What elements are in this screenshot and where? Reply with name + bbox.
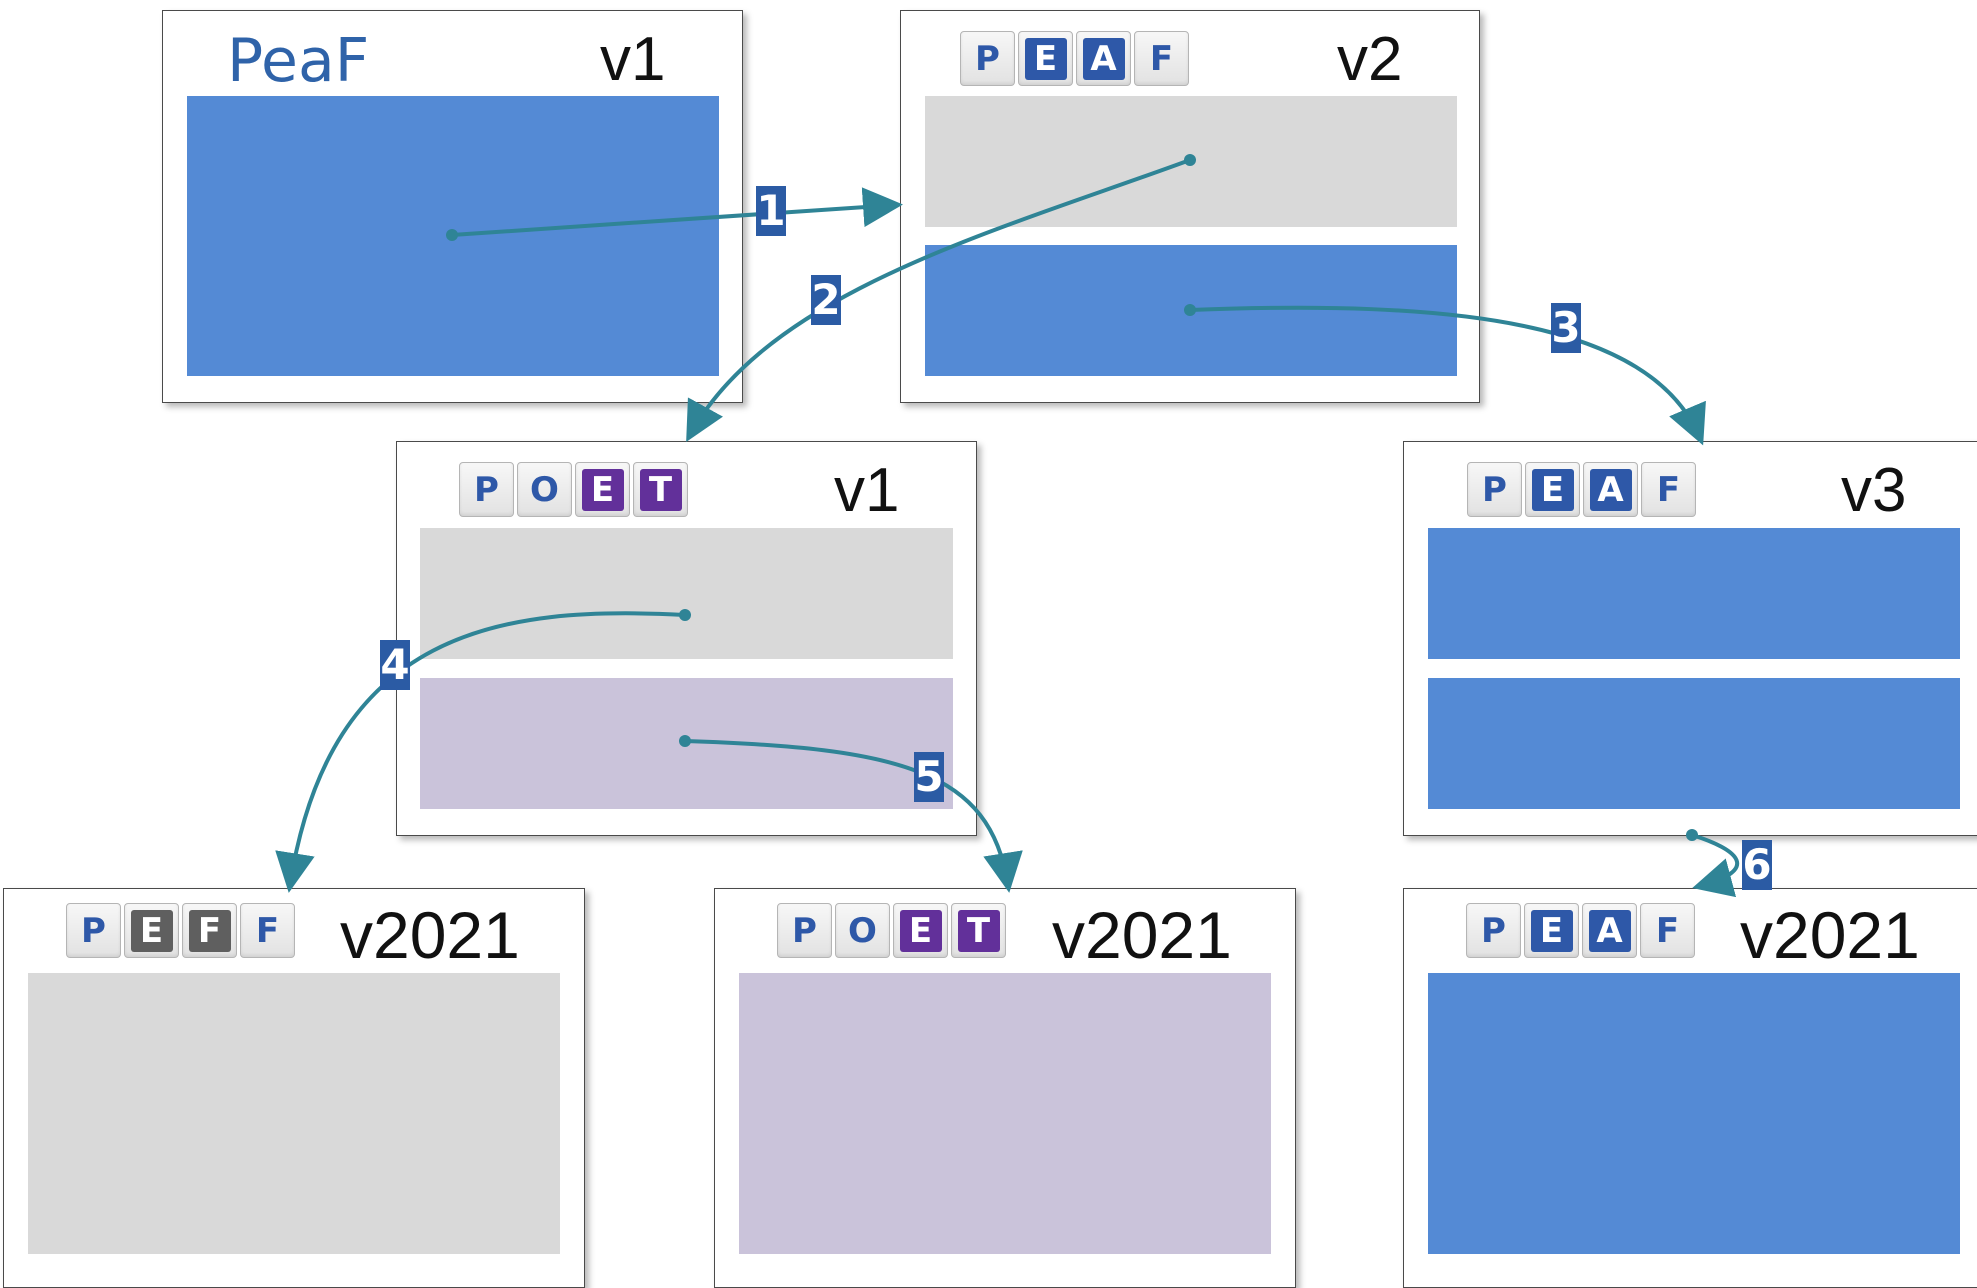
logo-tile: T	[633, 462, 688, 517]
card-poet-v1: P O E T v1	[396, 441, 977, 836]
step-badge-3: 3	[1551, 303, 1581, 353]
logo-letter: A	[1588, 909, 1631, 952]
logo-letter: E	[130, 909, 173, 952]
logo-letter: O	[848, 910, 877, 951]
peaf-logo: P E A F	[1467, 462, 1696, 517]
logo-tile: A	[1583, 462, 1638, 517]
logo-tile: E	[575, 462, 630, 517]
blue-panel	[1428, 678, 1960, 809]
poet-logo: P O E T	[459, 462, 688, 517]
peaf-v1-logo: PeaF	[227, 26, 370, 96]
logo-letter: E	[1024, 37, 1067, 80]
step-badge-1: 1	[756, 186, 786, 236]
card-version-label: v1	[600, 25, 666, 94]
logo-letter: F	[188, 909, 231, 952]
logo-tile: F	[1640, 903, 1695, 958]
logo-letter: P	[792, 910, 817, 951]
card-version-label: v2	[1337, 25, 1403, 94]
logo-letter: P	[1482, 469, 1507, 510]
peff-logo: P E F F	[66, 903, 295, 958]
card-poet-v2021: P O E T v2021	[714, 888, 1296, 1288]
logo-letter: E	[899, 909, 942, 952]
logo-tile: F	[240, 903, 295, 958]
logo-tile: E	[1524, 903, 1579, 958]
blue-panel	[1428, 973, 1960, 1254]
logo-tile: P	[66, 903, 121, 958]
logo-letter: F	[1149, 38, 1174, 79]
blue-panel	[187, 96, 719, 376]
card-version-label: v2021	[1052, 898, 1232, 972]
step-badge-6: 6	[1742, 840, 1772, 890]
card-version-label: v2021	[340, 898, 520, 972]
card-peaf-v2021: P E A F v2021	[1403, 888, 1977, 1288]
poet-logo: P O E T	[777, 903, 1006, 958]
logo-letter: E	[1531, 468, 1574, 511]
connector-6	[1691, 833, 1740, 898]
purple-panel	[739, 973, 1271, 1254]
card-version-label: v1	[834, 456, 900, 525]
logo-letter: A	[1082, 37, 1125, 80]
gray-panel	[925, 96, 1457, 227]
card-peaf-v1: PeaF v1	[162, 10, 743, 403]
logo-tile: E	[893, 903, 948, 958]
step-badge-4: 4	[380, 640, 410, 690]
logo-tile: A	[1582, 903, 1637, 958]
step-badge-5: 5	[914, 752, 944, 802]
peaf-logo: P E A F	[1466, 903, 1695, 958]
logo-tile: E	[124, 903, 179, 958]
logo-tile: E	[1018, 31, 1073, 86]
card-peaf-v3: P E A F v3	[1403, 441, 1977, 836]
gray-panel	[420, 528, 953, 659]
logo-letter: T	[639, 468, 682, 511]
logo-letter: F	[1656, 469, 1681, 510]
peaf-logo: P E A F	[960, 31, 1189, 86]
logo-tile: P	[1467, 462, 1522, 517]
logo-letter: A	[1589, 468, 1632, 511]
logo-tile: F	[182, 903, 237, 958]
card-version-label: v3	[1841, 456, 1907, 525]
logo-letter: P	[1481, 910, 1506, 951]
logo-tile: E	[1525, 462, 1580, 517]
logo-letter: O	[530, 469, 559, 510]
logo-letter: E	[581, 468, 624, 511]
logo-tile: P	[459, 462, 514, 517]
logo-letter: T	[957, 909, 1000, 952]
card-version-label: v2021	[1740, 898, 1920, 972]
logo-tile: P	[777, 903, 832, 958]
step-badge-2: 2	[811, 275, 841, 325]
card-peff-v2021: P E F F v2021	[3, 888, 585, 1288]
logo-letter: P	[474, 469, 499, 510]
logo-tile: O	[517, 462, 572, 517]
logo-tile: F	[1134, 31, 1189, 86]
logo-letter: E	[1530, 909, 1573, 952]
gray-panel	[28, 973, 560, 1254]
logo-letter: P	[975, 38, 1000, 79]
purple-panel	[420, 678, 953, 809]
logo-letter: F	[255, 910, 280, 951]
card-peaf-v2: P E A F v2	[900, 10, 1480, 403]
logo-tile: P	[960, 31, 1015, 86]
logo-letter: F	[1655, 910, 1680, 951]
logo-tile: F	[1641, 462, 1696, 517]
logo-tile: O	[835, 903, 890, 958]
logo-tile: T	[951, 903, 1006, 958]
logo-letter: P	[81, 910, 106, 951]
logo-tile: A	[1076, 31, 1131, 86]
logo-tile: P	[1466, 903, 1521, 958]
blue-panel	[925, 245, 1457, 376]
blue-panel	[1428, 528, 1960, 659]
